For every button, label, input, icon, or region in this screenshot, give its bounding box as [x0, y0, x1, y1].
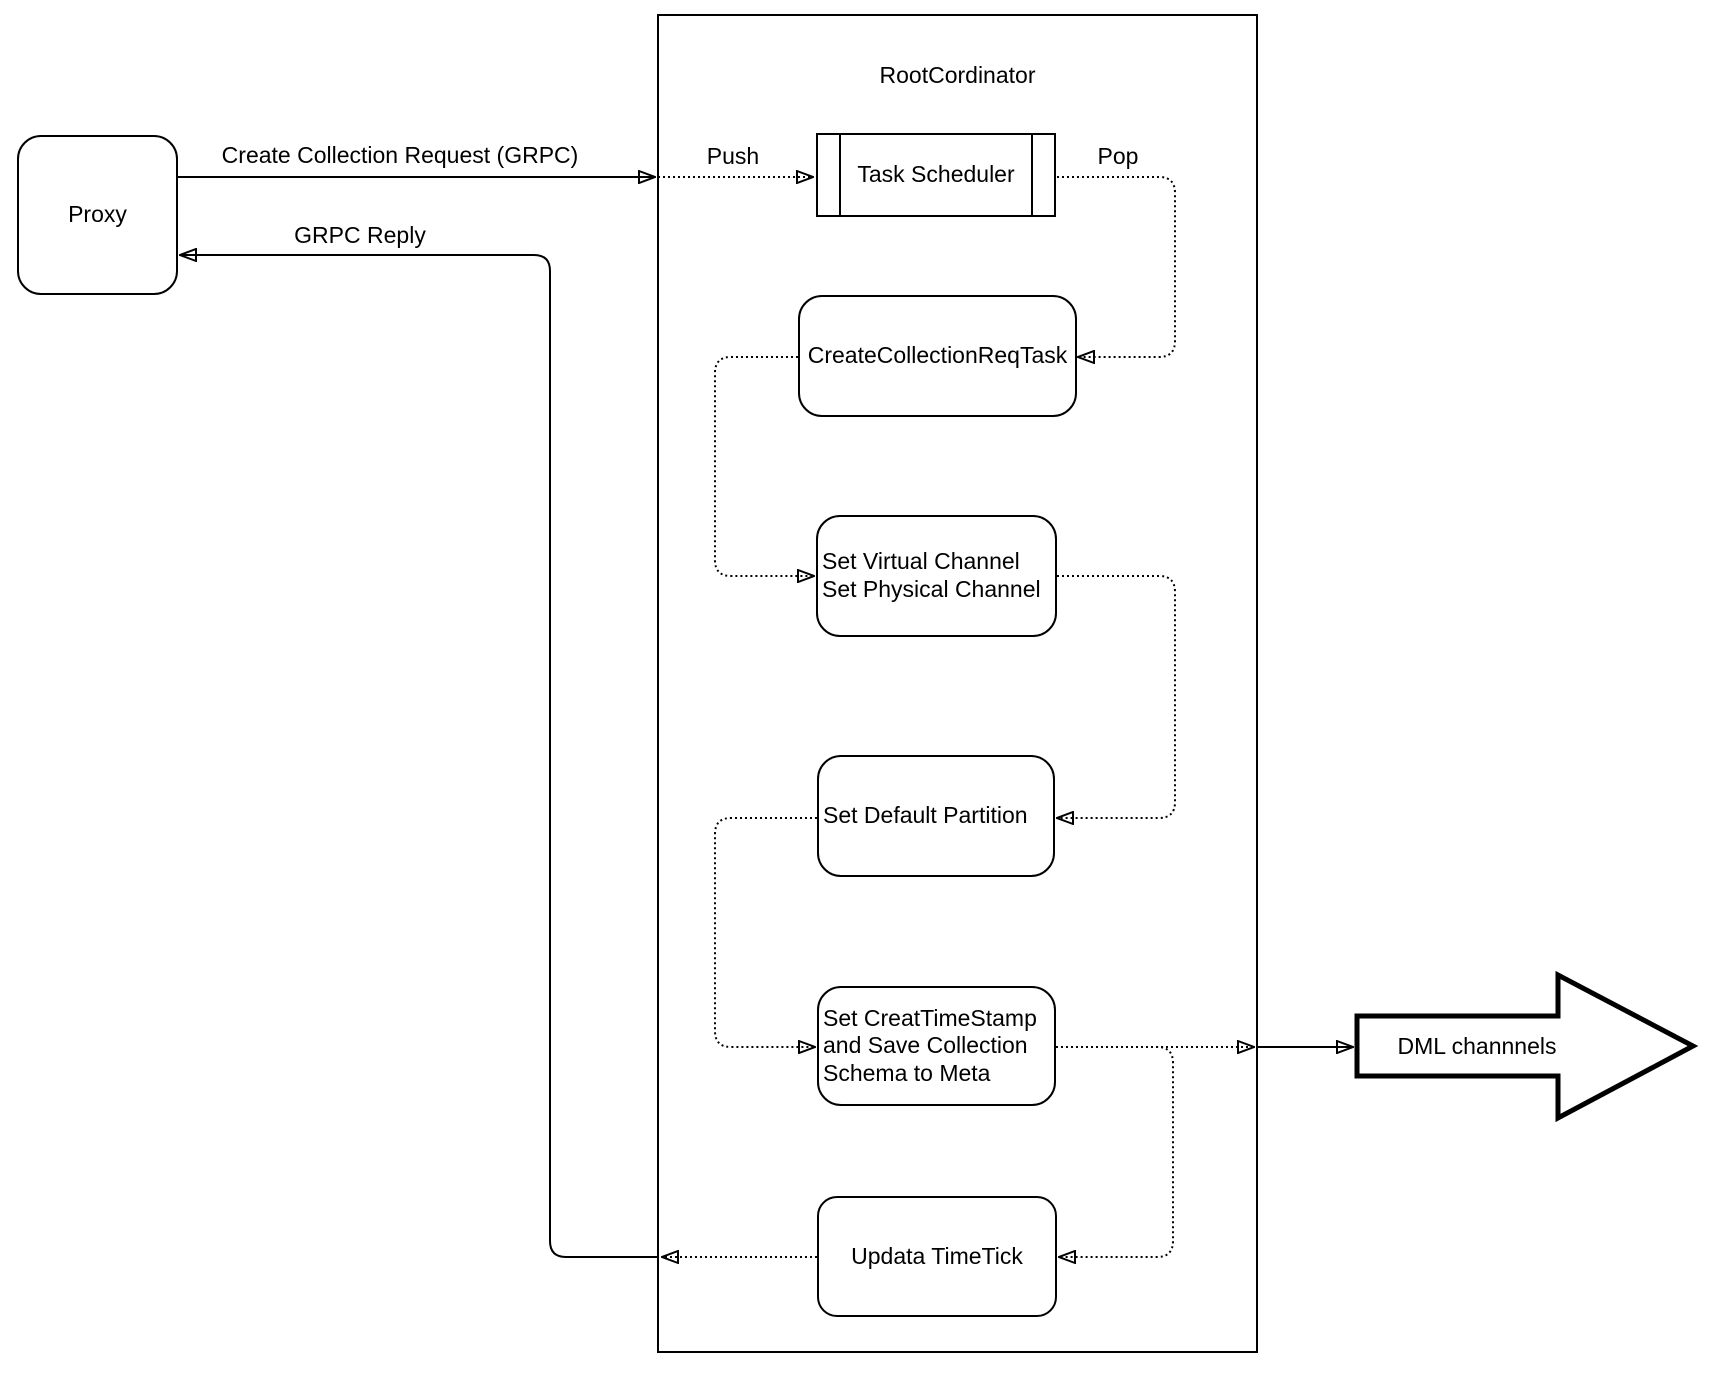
grpc-reply-label: GRPC Reply — [294, 222, 426, 248]
create-collection-request-label: Create Collection Request (GRPC) — [221, 142, 579, 168]
create-collection-req-task-node: CreateCollectionReqTask — [798, 295, 1077, 417]
update-timetick-node: Updata TimeTick — [817, 1196, 1057, 1317]
task-scheduler-node: Task Scheduler — [816, 133, 1056, 217]
pop-label: Pop — [1097, 143, 1139, 169]
proxy-node: Proxy — [17, 135, 178, 295]
edge-grpc-reply — [181, 255, 657, 1258]
root-coordinator-title: RootCordinator — [879, 62, 1036, 88]
push-label: Push — [706, 143, 760, 169]
dml-channels-label: DML channnels — [1397, 1033, 1557, 1059]
set-channels-node: Set Virtual Channel Set Physical Channel — [816, 515, 1057, 637]
set-default-partition-node: Set Default Partition — [817, 755, 1055, 877]
set-create-timestamp-node: Set CreatTimeStamp and Save Collection S… — [817, 986, 1056, 1106]
